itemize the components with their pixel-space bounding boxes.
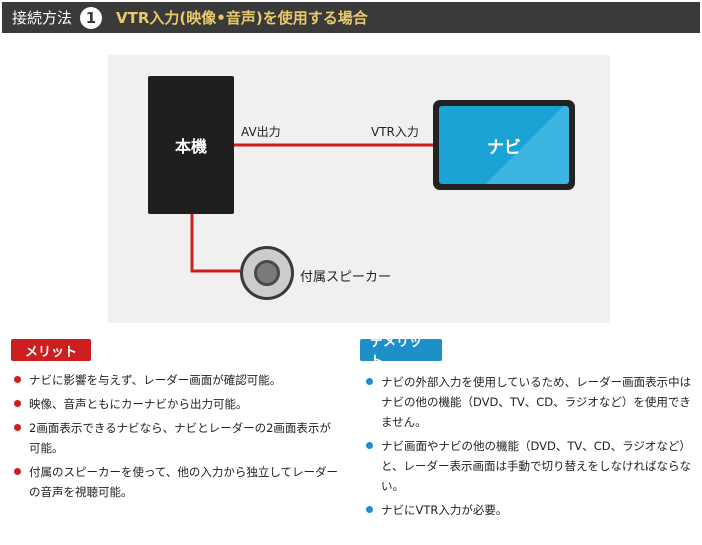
navi-device: ナビ: [433, 100, 575, 190]
step-number-badge: 1: [80, 6, 103, 29]
av-output-label: AV出力: [241, 125, 281, 139]
demerit-list: ナビの外部入力を使用しているため、レーダー画面表示中はナビの他の機能（DVD、T…: [363, 372, 693, 524]
merit-list: ナビに影響を与えず、レーダー画面が確認可能。 映像、音声ともにカーナビから出力可…: [11, 370, 341, 506]
list-item: ナビ画面やナビの他の機能（DVD、TV、CD、ラジオなど）と、レーダー表示画面は…: [363, 436, 693, 496]
navi-screen: ナビ: [439, 106, 569, 184]
navi-label: ナビ: [487, 137, 521, 158]
list-item: 映像、音声ともにカーナビから出力可能。: [11, 394, 341, 414]
speaker-icon: [240, 246, 294, 300]
section-title: VTR入力(映像•音声)を使用する場合: [116, 9, 368, 27]
connection-diagram: 本機 ナビ AV出力 VTR入力 付属スピーカー: [108, 55, 610, 323]
speaker-cable: [190, 214, 240, 273]
connection-method-label: 接続方法: [12, 9, 73, 27]
list-item: ナビにVTR入力が必要。: [363, 500, 693, 520]
speaker-label: 付属スピーカー: [300, 270, 392, 285]
list-item: 2画面表示できるナビなら、ナビとレーダーの2画面表示が可能。: [11, 418, 341, 458]
section-header: 接続方法 1 VTR入力(映像•音声)を使用する場合: [2, 2, 700, 33]
list-item: ナビに影響を与えず、レーダー画面が確認可能。: [11, 370, 341, 390]
list-item: 付属のスピーカーを使って、他の入力から独立してレーダーの音声を視聴可能。: [11, 462, 341, 502]
merit-badge: メリット: [11, 339, 91, 361]
list-item: ナビの外部入力を使用しているため、レーダー画面表示中はナビの他の機能（DVD、T…: [363, 372, 693, 432]
main-unit: 本機: [148, 76, 234, 214]
wiring: [190, 143, 433, 273]
main-unit-label: 本機: [174, 137, 207, 156]
vtr-input-label: VTR入力: [371, 125, 419, 139]
demerit-badge: デメリット: [360, 335, 442, 369]
